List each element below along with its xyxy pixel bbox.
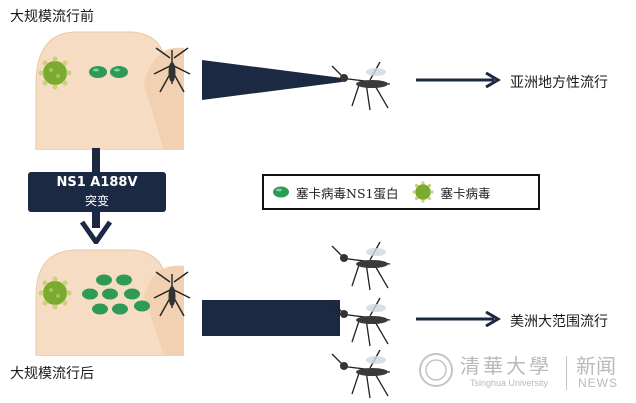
watermark-news-en: NEWS bbox=[578, 376, 618, 390]
watermark-divider bbox=[566, 356, 567, 390]
label-asia-endemic: 亚洲地方性流行 bbox=[510, 72, 608, 92]
mutation-box: NS1 A188V 突变 bbox=[28, 172, 166, 212]
ns1-protein-group-top bbox=[88, 64, 130, 80]
legend-ns1-label: 塞卡病毒NS1蛋白 bbox=[296, 183, 398, 202]
watermark-school-cn: 清華大學 bbox=[460, 350, 552, 379]
mutation-label: NS1 A188V bbox=[56, 175, 137, 190]
mosquito-icon-bottom-3 bbox=[330, 344, 408, 400]
label-after-outbreak: 大规模流行后 bbox=[10, 363, 94, 383]
mosquito-icon-bottom-1 bbox=[330, 236, 408, 292]
mosquito-icon-bottom-left bbox=[150, 268, 194, 320]
zika-virus-legend-icon bbox=[412, 181, 434, 203]
mosquito-icon-top-left bbox=[150, 44, 194, 96]
mosquito-icon-top bbox=[330, 56, 408, 112]
arrow-to-asia bbox=[416, 72, 502, 88]
label-america-epidemic: 美洲大范围流行 bbox=[510, 311, 608, 331]
arrow-to-america bbox=[416, 311, 502, 327]
transmission-wedge-top bbox=[202, 60, 342, 100]
zika-virus-icon bbox=[38, 56, 72, 90]
tsinghua-seal-icon bbox=[418, 352, 454, 388]
mutation-sublabel: 突变 bbox=[85, 192, 109, 209]
mosquito-icon-bottom-2 bbox=[330, 292, 408, 348]
legend-virus-label: 塞卡病毒 bbox=[440, 183, 490, 202]
watermark-news-cn: 新闻 bbox=[576, 350, 616, 379]
transmission-bar-bottom bbox=[202, 300, 340, 336]
ns1-protein-icon bbox=[272, 185, 290, 199]
legend-box: 塞卡病毒NS1蛋白 塞卡病毒 bbox=[262, 174, 540, 210]
zika-virus-icon-bottom bbox=[38, 276, 72, 310]
label-before-outbreak: 大规模流行前 bbox=[10, 6, 94, 26]
watermark-school-en: Tsinghua University bbox=[470, 378, 548, 388]
